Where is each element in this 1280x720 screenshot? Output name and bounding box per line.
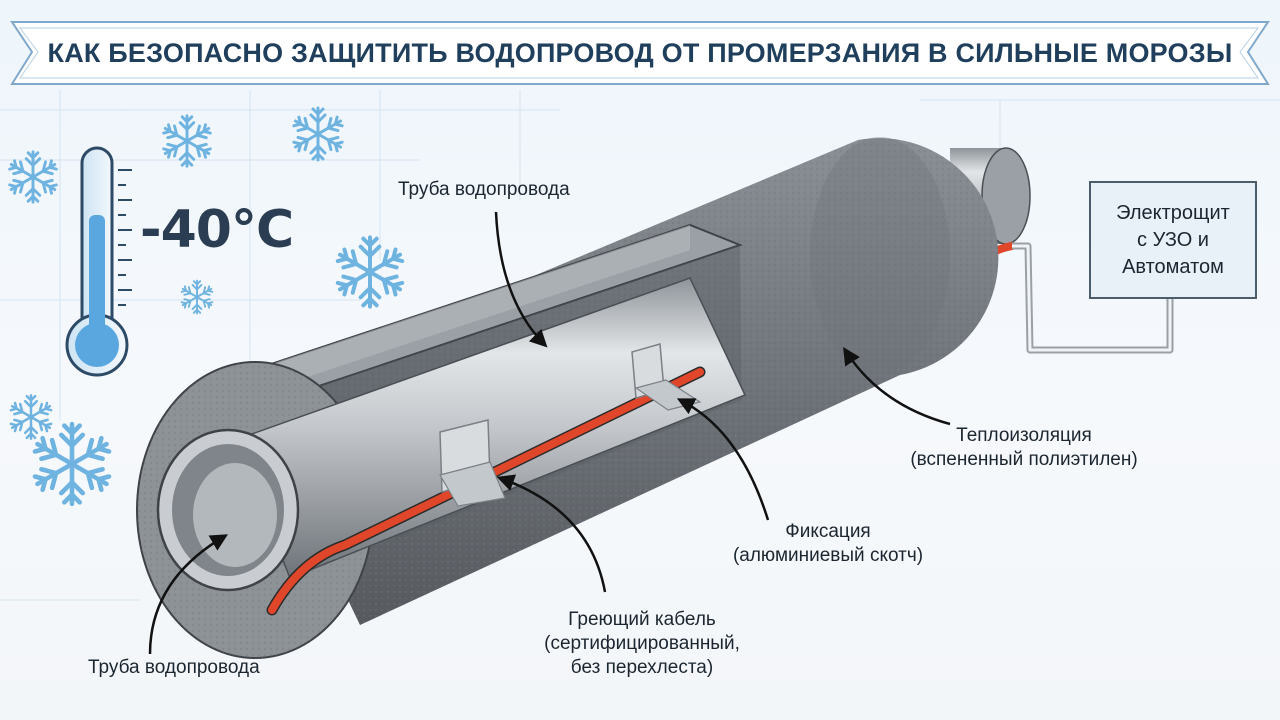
label-heating-cable: Греющий кабель (сертифицированный, без п… [544,609,740,678]
snowflake-icon [181,281,214,314]
snowflake-icon [335,237,404,306]
thermometer-icon [65,146,132,377]
electrical-panel-label: Электрощит с УЗО и Автоматом [1116,202,1230,278]
page-title: КАК БЕЗОПАСНО ЗАЩИТИТЬ ВОДОПРОВОД ОТ ПРО… [47,37,1233,68]
label-insulation: Теплоизоляция (вспененный полиэтилен) [910,425,1138,470]
heating-cable [266,366,706,616]
label-fixation: Фиксация (алюминиевый скотч) [732,521,924,566]
snowflake-icon [162,116,212,166]
snowflake-icon [292,108,344,160]
electrical-panel [1089,181,1257,299]
background-grid [0,90,1280,601]
snowflake-icon [9,395,52,438]
title-banner [10,21,1270,85]
temperature-label: -40°C [140,200,294,260]
snowflake-icon [8,152,58,202]
label-pipe-top: Труба водопровода [398,179,570,200]
label-pipe-bottom: Труба водопровода [88,657,260,678]
water-pipe [156,277,747,592]
snowflake-icon [32,424,112,504]
pointer-arrows [148,211,951,655]
connection-wire [1012,242,1174,354]
